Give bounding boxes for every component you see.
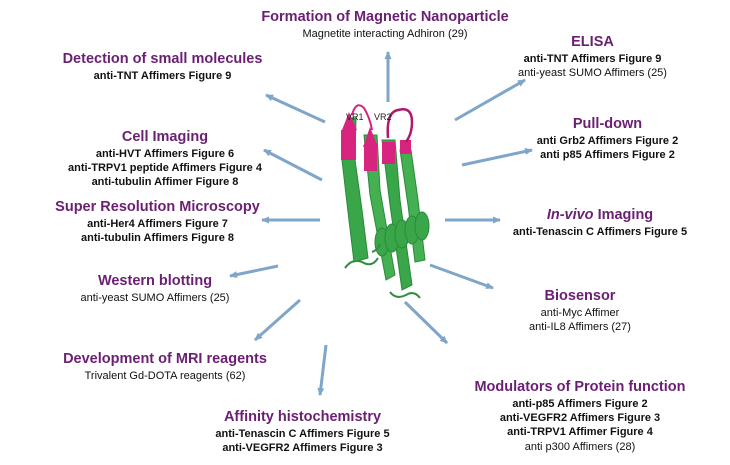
app-title: In-vivo Imaging [495, 206, 705, 225]
affimer-protein-structure-icon [341, 104, 430, 299]
app-modulators: Modulators of Protein function anti-p85 … [455, 378, 705, 454]
app-line: Magnetite interacting Adhiron (29) [302, 27, 468, 40]
vr2-label: VR2 [374, 112, 392, 122]
app-title-italic: In-vivo [546, 207, 594, 223]
app-line: anti-Tenascin C Affimers Figure 5 [215, 427, 390, 440]
app-line: anti-TRPV1 peptide Affimers Figure 4 [68, 162, 262, 175]
app-title: Western blotting [97, 273, 213, 289]
app-title: Affinity histochemistry [223, 409, 382, 425]
app-line: anti-yeast SUMO Affimers (25) [518, 67, 667, 80]
app-line: anti-Her4 Affimers Figure 7 [87, 217, 228, 230]
app-pulldown: Pull-down anti Grb2 Affimers Figure 2 an… [515, 115, 700, 162]
app-line: anti-yeast SUMO Affimers (25) [80, 291, 230, 304]
app-line: anti-Tenascin C Affimers Figure 5 [512, 225, 688, 238]
app-title: Detection of small molecules [62, 51, 263, 67]
app-title: Super Resolution Microscopy [55, 199, 260, 215]
app-title: Modulators of Protein function [474, 379, 686, 395]
arrow-biosensor [429, 263, 494, 290]
app-title: Formation of Magnetic Nanoparticle [261, 9, 509, 25]
app-super-resolution: Super Resolution Microscopy anti-Her4 Af… [30, 198, 285, 245]
app-line: anti p85 Affimers Figure 2 [540, 149, 675, 162]
arrow-cell-imaging [263, 148, 323, 182]
app-line: anti-HVT Affimers Figure 6 [95, 147, 235, 160]
app-magnetic-nanoparticle: Formation of Magnetic Nanoparticle Magne… [230, 8, 540, 41]
app-line: anti-tubulin Affimers Figure 8 [81, 232, 234, 245]
arrow-western [229, 264, 279, 278]
app-title: Development of MRI reagents [63, 351, 267, 367]
app-title: Pull-down [572, 116, 643, 132]
app-line: anti-tubulin Affimer Figure 8 [91, 176, 239, 189]
app-title: Cell Imaging [121, 129, 209, 145]
app-biosensor: Biosensor anti-Myc Affimer anti-IL8 Affi… [500, 287, 660, 334]
app-line: anti-IL8 Affimers (27) [529, 321, 631, 334]
vr1-label: VR1 [346, 112, 364, 122]
arrow-small-molecules [265, 93, 326, 124]
app-line: anti-Myc Affimer [540, 306, 620, 319]
arrow-mri [254, 298, 301, 342]
arrow-modulators [403, 300, 449, 345]
app-line: Trivalent Gd-DOTA reagents (62) [84, 369, 246, 382]
arrow-pulldown [461, 148, 533, 167]
arrow-elisa [454, 78, 526, 122]
arrow-histochemistry [317, 344, 328, 396]
app-invivo-imaging: In-vivo Imaging anti-Tenascin C Affimers… [495, 206, 705, 239]
app-line: anti-p85 Affimers Figure 2 [512, 397, 648, 410]
app-line: anti-TNT Affimers Figure 9 [523, 52, 662, 65]
app-title: Biosensor [544, 288, 616, 304]
app-line: anti Grb2 Affimers Figure 2 [536, 134, 679, 147]
app-mri-reagents: Development of MRI reagents Trivalent Gd… [45, 350, 285, 383]
app-title-rest: Imaging [593, 207, 654, 223]
app-elisa: ELISA anti-TNT Affimers Figure 9 anti-ye… [505, 33, 680, 80]
app-line: anti-TRPV1 Affimer Figure 4 [507, 426, 653, 439]
app-small-molecules: Detection of small molecules anti-TNT Af… [40, 50, 285, 83]
app-cell-imaging: Cell Imaging anti-HVT Affimers Figure 6 … [40, 128, 290, 190]
app-affinity-histochemistry: Affinity histochemistry anti-Tenascin C … [195, 408, 410, 455]
app-line: anti-VEGFR2 Affimers Figure 3 [222, 442, 383, 455]
app-title: ELISA [571, 34, 614, 50]
app-western-blotting: Western blotting anti-yeast SUMO Affimer… [60, 272, 250, 305]
app-line: anti-VEGFR2 Affimers Figure 3 [499, 412, 661, 425]
app-line: anti-TNT Affimers Figure 9 [93, 69, 232, 82]
app-line: anti p300 Affimers (28) [524, 440, 636, 453]
